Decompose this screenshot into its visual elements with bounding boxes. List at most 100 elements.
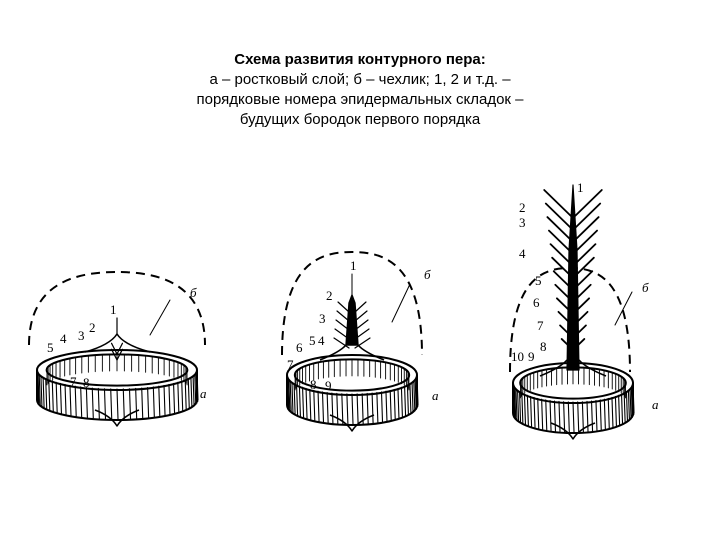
fold-number: 7 bbox=[287, 357, 294, 372]
collar-hatch bbox=[530, 395, 533, 427]
collar-hatch bbox=[393, 388, 396, 420]
collar-hatch bbox=[152, 386, 155, 418]
caption-line: порядковые номера эпидермальных складок … bbox=[196, 91, 524, 108]
collar-hatch bbox=[515, 388, 518, 420]
barb bbox=[334, 328, 350, 340]
barb bbox=[572, 189, 603, 219]
barb bbox=[572, 270, 594, 291]
collar-inner-rim bbox=[293, 358, 411, 392]
fold-number: 3 bbox=[78, 328, 85, 343]
fold-number: 4 bbox=[318, 333, 325, 348]
collar-hatch bbox=[620, 393, 624, 425]
label-pointer-b bbox=[149, 299, 171, 336]
collar-hatch bbox=[380, 391, 384, 423]
collar-hatch bbox=[346, 393, 349, 425]
collar-hatch bbox=[549, 400, 552, 432]
collar-hatch bbox=[572, 401, 575, 433]
barb bbox=[572, 243, 597, 267]
collar-hatch bbox=[581, 401, 584, 433]
stage-2-labels: 1 2 3 4 5 6 7 8 9 б а bbox=[287, 258, 439, 403]
collar-hatch bbox=[413, 380, 416, 412]
stage-1-labels: 1 2 3 4 5 7 8 б а bbox=[47, 285, 207, 401]
rachis-base bbox=[539, 359, 607, 377]
collar-hatch bbox=[517, 389, 520, 421]
collar-hatch bbox=[361, 393, 364, 425]
collar-hatch bbox=[409, 383, 412, 415]
collar-outer-wall bbox=[286, 375, 418, 426]
collar-hatch bbox=[190, 376, 193, 408]
collar-hatch bbox=[147, 387, 150, 419]
collar-hatch bbox=[553, 400, 557, 432]
collar-hatch bbox=[302, 386, 305, 418]
stage-3-labels: 1 2 3 4 5 6 7 8 9 10 б а bbox=[511, 180, 659, 412]
collar-hatch bbox=[135, 387, 138, 420]
fold-number: 6 bbox=[533, 295, 540, 310]
collar-hatch bbox=[313, 389, 316, 421]
collar-hatch bbox=[400, 386, 403, 418]
collar-hatch bbox=[293, 383, 296, 415]
collar-hatch bbox=[42, 376, 45, 408]
collar-hatch bbox=[545, 399, 548, 431]
caption-line: будущих бородок первого порядка bbox=[239, 111, 481, 128]
collar-hatch bbox=[351, 393, 354, 425]
collar-notch bbox=[329, 414, 375, 432]
collar-hatch bbox=[181, 380, 184, 412]
collar-hatch bbox=[385, 390, 388, 422]
collar-hatch bbox=[305, 387, 308, 419]
barb bbox=[572, 283, 592, 303]
fold-number: 1 bbox=[577, 180, 584, 195]
fold-number: 10 bbox=[511, 349, 524, 364]
barb bbox=[548, 229, 574, 255]
collar-hatch bbox=[577, 401, 580, 433]
label-a: а bbox=[200, 386, 207, 401]
collar-hatch bbox=[309, 388, 312, 420]
collar-hatch bbox=[59, 382, 62, 414]
barb bbox=[572, 310, 589, 327]
fold-number: 4 bbox=[519, 246, 526, 261]
collar-hatch bbox=[288, 378, 291, 410]
fold-number: 1 bbox=[350, 258, 357, 273]
collar-outer-wall bbox=[36, 370, 198, 421]
collar-hatch bbox=[611, 396, 614, 428]
collar-hatch bbox=[518, 391, 522, 423]
barb bbox=[549, 243, 574, 267]
collar-hatch bbox=[177, 381, 180, 413]
stage-1-drawing bbox=[28, 270, 206, 427]
barb bbox=[555, 297, 574, 315]
collar-hatch bbox=[627, 389, 630, 421]
collar-hatch bbox=[404, 385, 407, 417]
fold-number: 5 bbox=[47, 340, 54, 355]
collar-hatch bbox=[625, 391, 629, 423]
collar-hatch bbox=[103, 388, 107, 420]
barb bbox=[116, 342, 124, 355]
collar-hatch bbox=[64, 383, 67, 415]
collar-hatch bbox=[184, 379, 187, 411]
collar-hatch bbox=[289, 380, 292, 412]
collar-hatch bbox=[541, 398, 544, 430]
barb bbox=[336, 310, 350, 322]
barb bbox=[110, 342, 118, 355]
fold-number: 5 bbox=[309, 333, 316, 348]
caption-heading: Схема развития контурного пера: bbox=[234, 51, 486, 68]
collar-hatch bbox=[168, 383, 171, 415]
collar-hatch bbox=[69, 384, 72, 416]
label-b: б bbox=[642, 280, 649, 295]
barb bbox=[354, 337, 371, 349]
collar-hatch bbox=[523, 393, 527, 425]
collar-hatch bbox=[45, 378, 48, 410]
rachis-base bbox=[319, 344, 385, 361]
stage-2-drawing bbox=[281, 250, 423, 432]
barb bbox=[544, 202, 574, 231]
barb bbox=[554, 283, 574, 303]
collar-outer-wall bbox=[512, 383, 634, 434]
label-a: а bbox=[652, 397, 659, 412]
fold-number: 8 bbox=[83, 375, 90, 390]
collar-hatch bbox=[514, 386, 517, 418]
collar-hatch bbox=[141, 387, 144, 419]
barb bbox=[572, 256, 595, 279]
collar-hatch bbox=[406, 384, 409, 416]
fold-number: 2 bbox=[89, 320, 96, 335]
collar-hatch bbox=[526, 394, 529, 426]
collar-hatch bbox=[366, 392, 369, 425]
barb bbox=[572, 229, 598, 255]
